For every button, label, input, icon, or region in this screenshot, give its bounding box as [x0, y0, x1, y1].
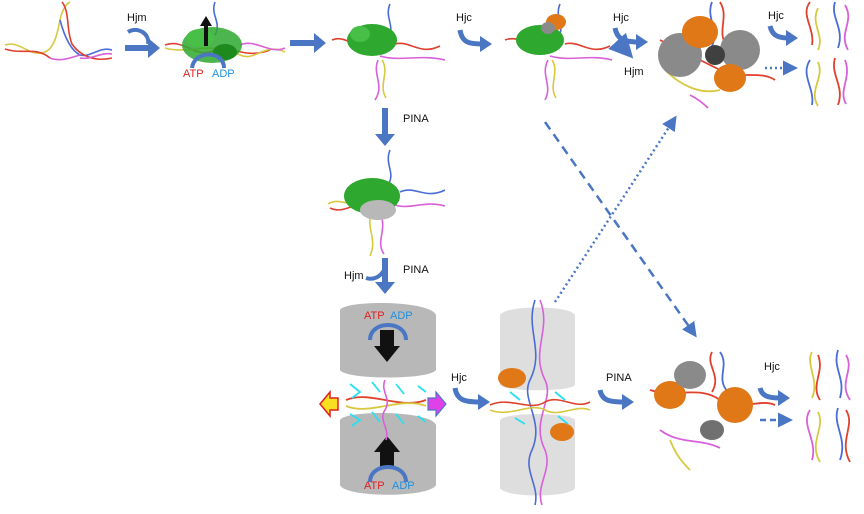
label-hjm-1: Hjm — [127, 12, 147, 24]
label-adp-2: ADP — [390, 310, 413, 322]
hjm-branch-complex — [331, 3, 446, 101]
label-hjc-4: Hjc — [451, 372, 467, 384]
dashed-arrow-cross — [543, 121, 697, 338]
label-pina-1: PINA — [403, 113, 429, 125]
arrow-hjm-branch — [365, 268, 386, 281]
arrow-hjc-4 — [452, 387, 481, 405]
label-atp-3: ATP — [364, 480, 385, 492]
label-hjc-1: Hjc — [456, 12, 472, 24]
label-hjm-3: Hjm — [344, 270, 364, 282]
arrow-pina-1 — [375, 108, 395, 146]
hjc-dimer-complex-top — [658, 1, 776, 109]
label-pina-3: PINA — [606, 372, 632, 384]
label-atp-2: ATP — [364, 310, 385, 322]
arrow-hjm-release — [608, 32, 634, 59]
push-arrow-down — [380, 330, 394, 346]
left-branch-arrow — [319, 389, 339, 419]
resolved-products-top — [805, 1, 850, 107]
push-arrow-up — [380, 452, 394, 468]
resolved-products-bottom — [806, 349, 851, 463]
dotted-arrow-cross — [553, 115, 677, 303]
arrow-hjm-binding — [125, 38, 160, 58]
label-hjc-2: Hjc — [613, 12, 629, 24]
label-hjm-2: Hjm — [624, 66, 644, 78]
hjm-dna-complex — [164, 1, 286, 69]
arrow-hjc-2 — [612, 27, 639, 45]
hjc-dimer-complex-bottom — [649, 351, 776, 471]
hjm-pina-complex — [327, 149, 446, 257]
arrow-hjc-5 — [757, 387, 781, 401]
arrow-hjc-1 — [457, 29, 483, 47]
label-adp-3: ADP — [392, 480, 415, 492]
arrow-hjm-hook — [126, 27, 151, 45]
pina-hjc-complex — [489, 299, 591, 506]
label-atp-1: ATP — [183, 68, 204, 80]
label-adp-1: ADP — [212, 68, 235, 80]
label-hjc-3: Hjc — [768, 10, 784, 22]
right-branch-arrow — [427, 390, 447, 418]
pina-hexamer-complex — [340, 303, 436, 495]
arrow-hjc-3 — [767, 25, 789, 41]
holliday-junction-free — [4, 1, 113, 61]
arrow-pina-3 — [597, 389, 625, 405]
black-up-arrow — [204, 24, 208, 46]
label-pina-2: PINA — [403, 264, 429, 276]
hjm-hjc-complex — [504, 3, 613, 101]
arrow-pina-2 — [375, 258, 395, 294]
label-hjc-5: Hjc — [764, 361, 780, 373]
arrow-row1-2 — [290, 33, 326, 53]
